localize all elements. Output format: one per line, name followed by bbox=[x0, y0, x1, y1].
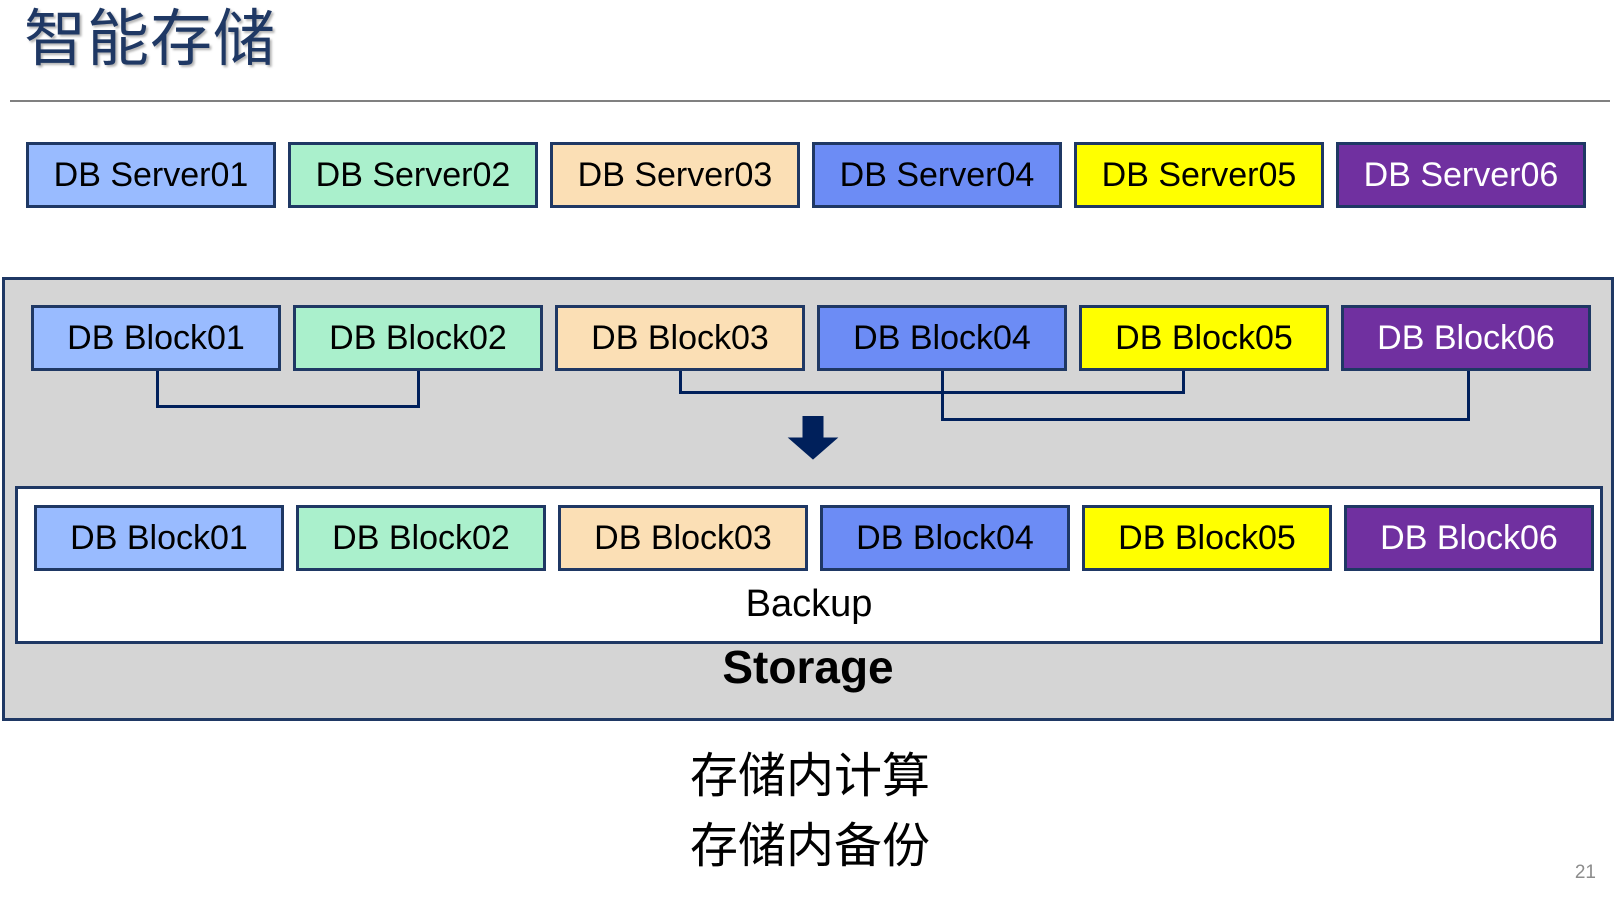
backup-db-block-box-1: DB Block01 bbox=[34, 505, 284, 571]
block03-to-block05-bracket-left-drop bbox=[679, 371, 682, 391]
block04-to-block06-bracket-left-drop bbox=[941, 371, 944, 418]
db-server-box-2: DB Server02 bbox=[288, 142, 538, 208]
db-block-box-5: DB Block05 bbox=[1079, 305, 1329, 371]
db-server-box-1: DB Server01 bbox=[26, 142, 276, 208]
page-number: 21 bbox=[1574, 862, 1596, 883]
down-arrow-icon bbox=[787, 416, 839, 460]
backup-db-block-box-6: DB Block06 bbox=[1344, 505, 1594, 571]
backup-db-block-box-3: DB Block03 bbox=[558, 505, 808, 571]
backup-label: Backup bbox=[745, 583, 873, 625]
block01-to-block02-bracket-right-drop bbox=[417, 371, 420, 405]
db-server-box-6: DB Server06 bbox=[1336, 142, 1586, 208]
caption-text: 存储内计算存储内备份 bbox=[0, 742, 1620, 881]
backup-db-block-box-4: DB Block04 bbox=[820, 505, 1070, 571]
db-server-box-4: DB Server04 bbox=[812, 142, 1062, 208]
block03-to-block05-bracket-right-drop bbox=[1182, 371, 1185, 391]
db-block-box-6: DB Block06 bbox=[1341, 305, 1591, 371]
db-server-box-5: DB Server05 bbox=[1074, 142, 1324, 208]
block04-to-block06-bracket-right-drop bbox=[1467, 371, 1470, 418]
caption-line-2: 存储内备份 bbox=[689, 819, 930, 873]
db-block-box-2: DB Block02 bbox=[293, 305, 543, 371]
db-block-box-3: DB Block03 bbox=[555, 305, 805, 371]
page-title: 智能存储 bbox=[24, 5, 277, 74]
backup-db-block-box-2: DB Block02 bbox=[296, 505, 546, 571]
block01-to-block02-bracket-left-drop bbox=[156, 371, 159, 405]
backup-db-block-box-5: DB Block05 bbox=[1082, 505, 1332, 571]
block04-to-block06-bracket-crossbar bbox=[941, 418, 1470, 421]
storage-label: Storage bbox=[722, 641, 894, 693]
db-server-box-3: DB Server03 bbox=[550, 142, 800, 208]
caption-line-1: 存储内计算 bbox=[689, 750, 930, 803]
block01-to-block02-bracket-crossbar bbox=[156, 405, 420, 408]
db-block-box-1: DB Block01 bbox=[31, 305, 281, 371]
title-divider bbox=[10, 100, 1610, 102]
block03-to-block05-bracket-crossbar bbox=[679, 391, 1185, 394]
db-block-box-4: DB Block04 bbox=[817, 305, 1067, 371]
